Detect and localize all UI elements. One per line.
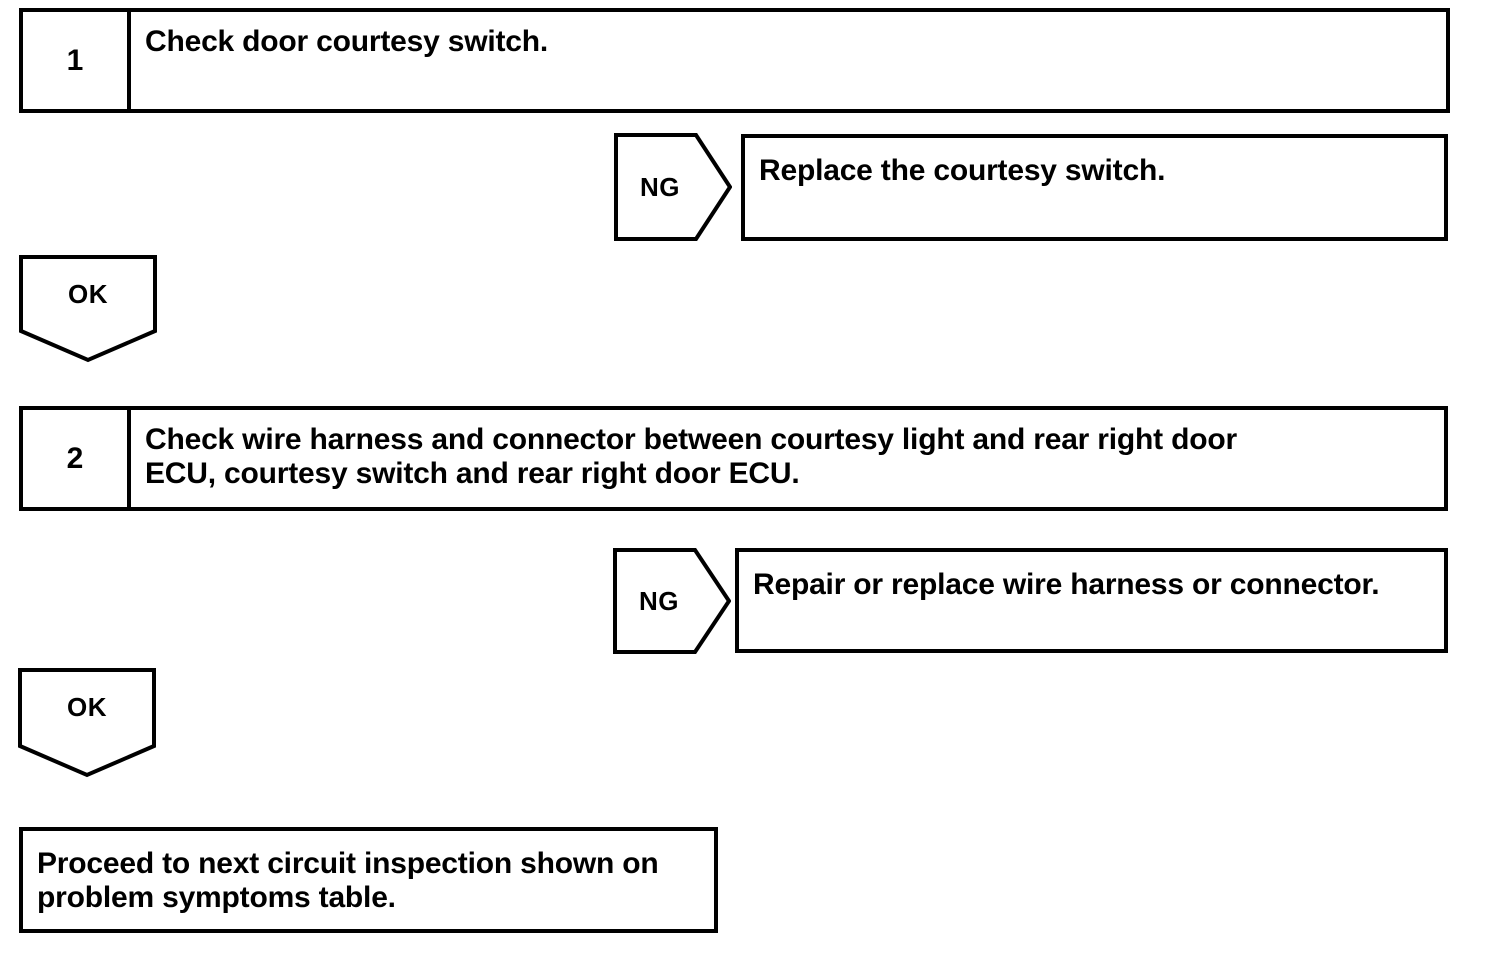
step-1-text: Check door courtesy switch. xyxy=(145,25,549,58)
step-2-ok-label: OK xyxy=(67,691,107,722)
step-1-ng-result-text: Replace the courtesy switch. xyxy=(759,154,1166,187)
step-2-text: Check wire harness and connector between… xyxy=(145,423,1237,491)
step-2-ok-arrow: OK xyxy=(18,668,156,778)
step-1-ng-arrow: NG xyxy=(614,133,732,241)
step-1-ok-label: OK xyxy=(68,278,108,309)
step-2-number: 2 xyxy=(23,410,131,507)
step-1-box: 1 Check door courtesy switch. xyxy=(19,8,1450,113)
step-2-ng-result-box: Repair or replace wire harness or connec… xyxy=(735,548,1448,653)
step-1-ng-result-box: Replace the courtesy switch. xyxy=(741,134,1448,241)
step-1-number: 1 xyxy=(23,12,131,109)
step-1-ok-arrow: OK xyxy=(19,255,157,363)
final-result-box: Proceed to next circuit inspection shown… xyxy=(19,827,718,933)
step-2-ng-label: NG xyxy=(639,585,679,616)
step-2-ng-arrow: NG xyxy=(613,548,731,654)
step-2-box: 2 Check wire harness and connector betwe… xyxy=(19,406,1448,511)
step-2-ng-result-text: Repair or replace wire harness or connec… xyxy=(753,568,1380,601)
step-1-ng-label: NG xyxy=(640,171,680,202)
final-result-text: Proceed to next circuit inspection shown… xyxy=(37,847,659,915)
